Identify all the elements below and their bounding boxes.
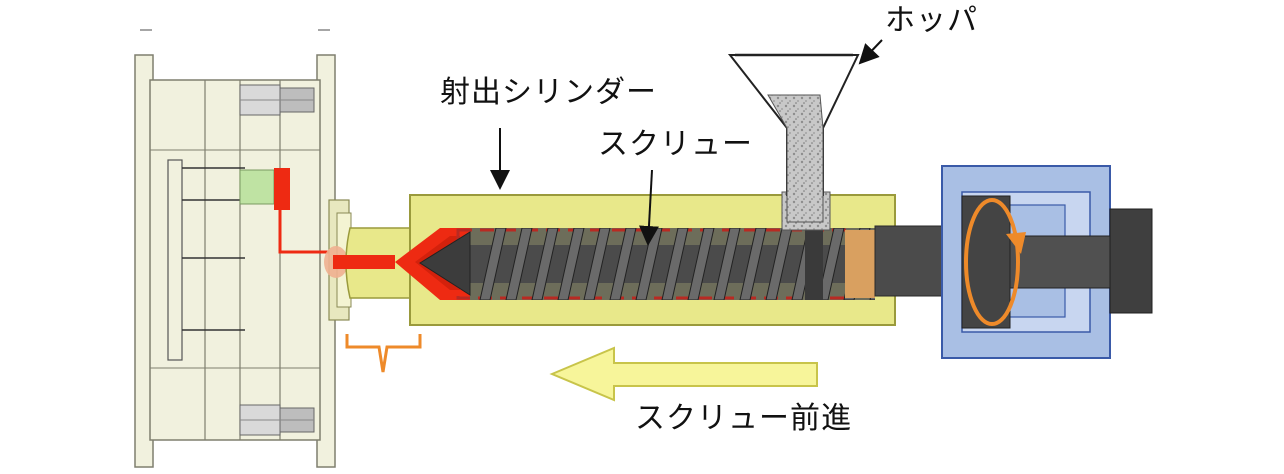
resin-pellets xyxy=(767,94,824,223)
hopper-leader xyxy=(858,39,883,65)
screw-flight xyxy=(687,228,715,300)
mold-body xyxy=(149,79,321,441)
screw-label: スクリュー xyxy=(598,127,753,162)
shaft-end xyxy=(1109,208,1153,314)
rotation-arrowhead xyxy=(1006,232,1026,254)
screw-flight xyxy=(557,228,585,300)
screw-flight xyxy=(479,228,507,300)
screw-flight xyxy=(505,228,533,300)
screw-leader xyxy=(638,169,659,246)
screw-flight xyxy=(739,228,767,300)
melt-flow-nozzle xyxy=(333,255,395,269)
cylinder-label: 射出シリンダー xyxy=(440,75,657,110)
drive-unit xyxy=(874,165,1153,359)
screw-flight xyxy=(583,228,611,300)
nozzle-bracket xyxy=(345,334,422,373)
screw-flight xyxy=(531,228,559,300)
screw-flight xyxy=(765,228,793,300)
molded-part xyxy=(274,168,290,210)
screw-advance-label: スクリュー前進 xyxy=(635,401,852,436)
gate-insert xyxy=(239,169,275,205)
screw-flight xyxy=(635,228,663,300)
rotor xyxy=(961,195,1011,329)
screw-flight xyxy=(713,228,741,300)
screw-flight xyxy=(661,228,689,300)
screw-tip xyxy=(419,231,471,296)
screw-flight xyxy=(817,228,845,300)
rotation-arrow xyxy=(964,198,1020,326)
screw-advance-arrow xyxy=(549,346,818,402)
screw-flight xyxy=(609,228,637,300)
hopper xyxy=(727,53,860,223)
hopper-label: ホッパ xyxy=(885,3,978,38)
nozzle xyxy=(333,227,413,299)
mold xyxy=(134,29,336,468)
